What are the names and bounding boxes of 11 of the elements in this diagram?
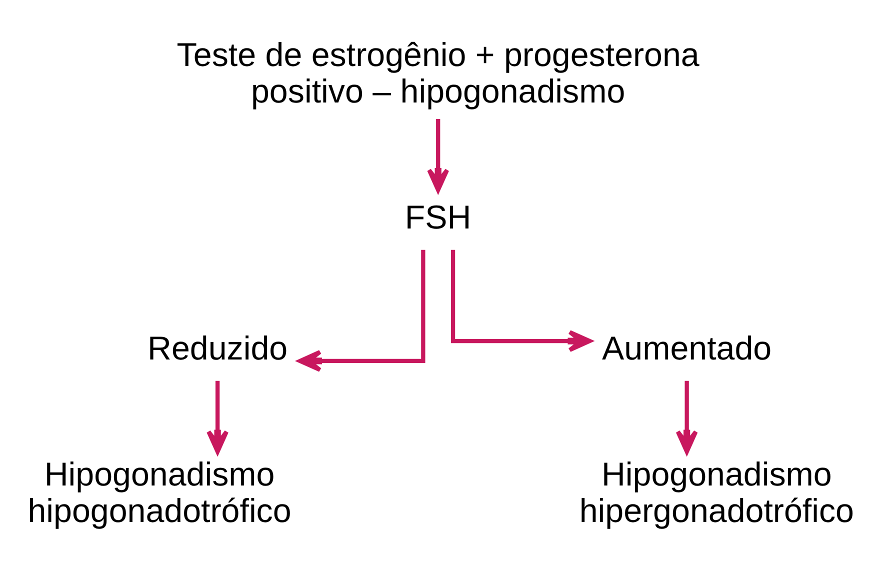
- arrow: [298, 250, 426, 372]
- arrow: [676, 380, 698, 454]
- node-text: Hipogonadismo hipogonadotrófico: [28, 456, 292, 530]
- node-text: Reduzido: [148, 330, 288, 368]
- node-text: Teste de estrogênio + progesterona positivo – hipogonadismo: [176, 36, 700, 110]
- node-text: FSH: [404, 199, 472, 236]
- arrow: [206, 380, 229, 454]
- arrow: [450, 250, 592, 352]
- node-text: Hipogonadismo hipergonadotrófico: [579, 456, 854, 530]
- arrow: [427, 119, 450, 192]
- node-text: Aumentado: [602, 330, 772, 368]
